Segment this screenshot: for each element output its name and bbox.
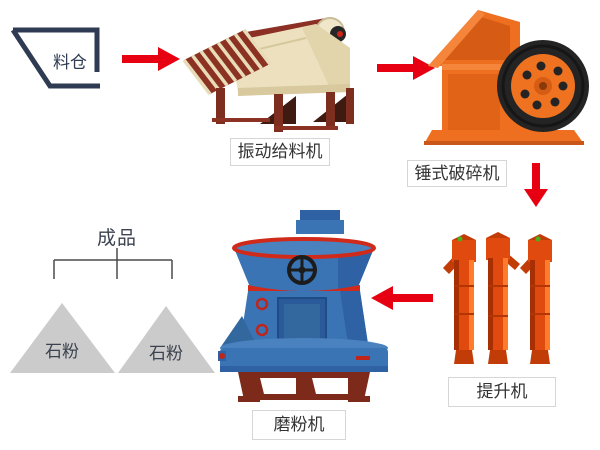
crusher-label: 锤式破碎机 [407,160,507,187]
hammer-crusher-image [424,10,589,145]
powder-piles-image [10,303,215,373]
feeder-label: 振动给料机 [230,138,330,166]
flow-arrow-right-2 [377,56,435,80]
flow-arrow-down [524,163,548,207]
silo-label: 料仓 [53,53,87,72]
vibrating-feeder-image [182,17,354,132]
product-label: 成品 [96,228,137,249]
bucket-elevator-image [443,232,552,364]
silo-hopper-icon [10,27,100,89]
flow-arrow-right-1 [122,47,180,71]
mill-label: 磨粉机 [252,410,346,440]
powder-right-label: 石粉 [149,344,183,363]
powder-left-label: 石粉 [45,342,79,361]
flow-arrow-left [371,286,433,310]
grinding-mill-image [218,210,388,402]
product-branch-lines [53,248,173,279]
silo-node: 料仓 [8,24,112,96]
elevator-label: 提升机 [448,377,556,407]
